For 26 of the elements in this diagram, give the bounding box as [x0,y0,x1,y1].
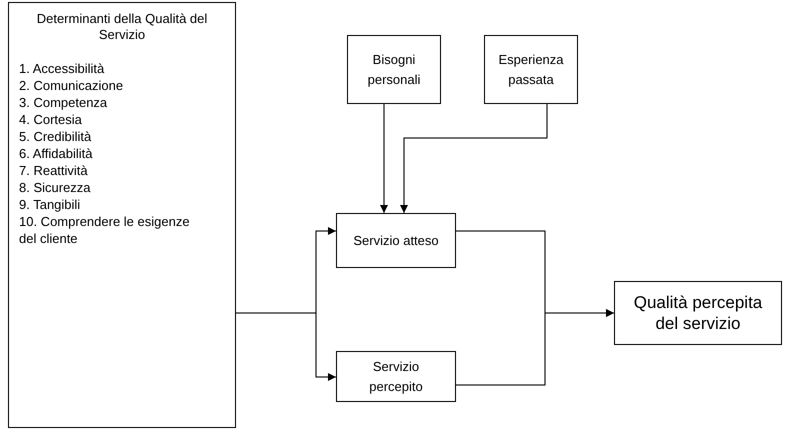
list-box [8,2,236,428]
list-item: 1. Accessibilità [18,60,106,76]
process-box [336,213,456,268]
arrow [236,312,336,381]
box-label: Qualità percepita del servizio [632,292,764,334]
arrow [380,104,388,214]
box-label: Servizio atteso [352,232,440,250]
list-item: 6. Affidabilità [18,144,94,162]
box-label: Esperienza passata [497,51,565,89]
list-item: 4. Cortesia [18,110,83,128]
process-box [614,281,782,345]
process-box [484,35,578,104]
list-item: 5. Credibilità [18,128,92,144]
list-item: 3. Competenza [18,94,108,110]
list-item: 10. Comprendere le esigenze del cliente [18,212,191,246]
box-heading: Determinanti della Qualità del Servizio [36,10,208,44]
box-label: Servizio percepito [368,358,424,396]
list-item: 8. Sicurezza [18,178,92,196]
list-item: 9. Tangibili [18,196,82,212]
process-box [336,351,456,402]
list-item: 2. Comunicazione [18,76,124,94]
list-item: 7. Reattività [18,162,89,178]
box-label: Bisogni personali [366,51,422,89]
arrow [456,309,614,386]
arrow [400,104,548,214]
process-box [347,35,441,104]
